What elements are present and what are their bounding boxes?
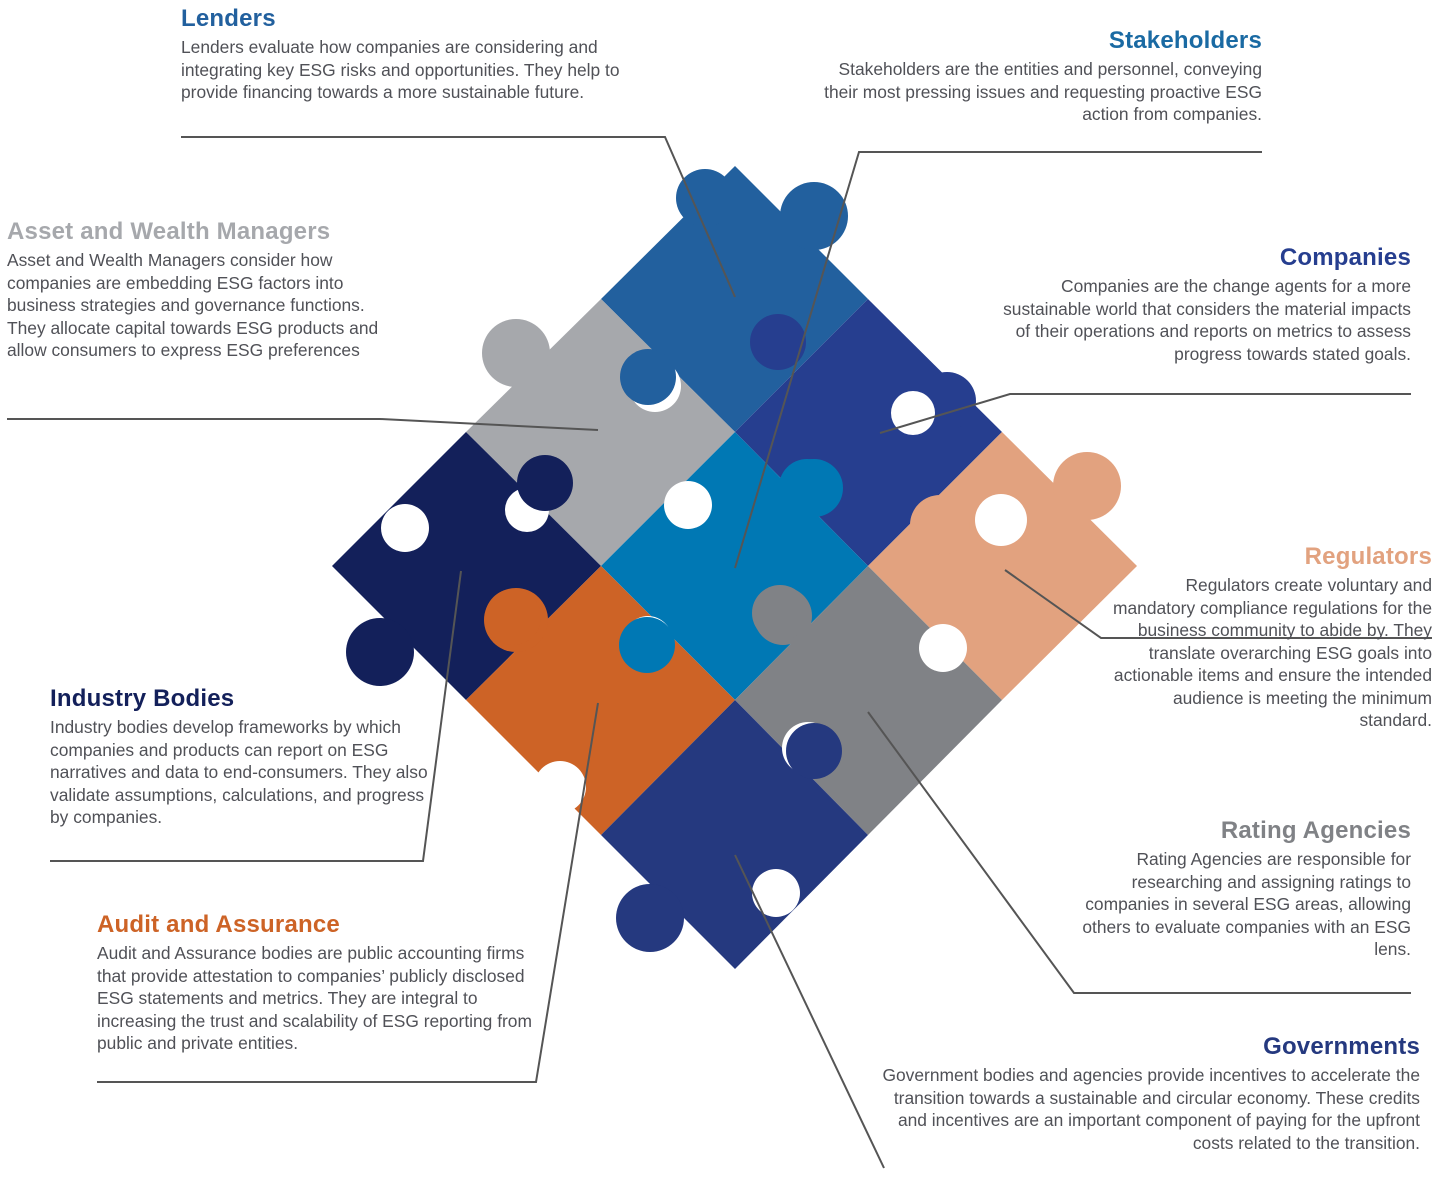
regulators-text: Regulators create voluntary and mandator… [1112, 575, 1432, 730]
rating-agencies-text: Rating Agencies are responsible for rese… [1082, 849, 1411, 959]
lenders-text: Lenders evaluate how companies are consi… [181, 37, 620, 102]
audit-assurance-heading: Audit and Assurance [97, 911, 340, 938]
asset-wealth-heading: Asset and Wealth Managers [7, 218, 331, 245]
connector-audit [97, 702, 599, 1083]
rating-agencies-block: Rating Agencies Rating Agencies are resp… [1071, 816, 1411, 961]
stakeholders-text: Stakeholders are the entities and person… [824, 59, 1262, 124]
connector-stakeholders [734, 151, 1262, 569]
puzzle [332, 166, 1137, 969]
stakeholders-block: Stakeholders Stakeholders are the entiti… [822, 26, 1262, 126]
connector-governments [734, 854, 885, 1169]
lenders-block: Lenders Lenders evaluate how companies a… [181, 4, 681, 104]
connector-rating [867, 711, 1411, 994]
governments-block: Governments Government bodies and agenci… [870, 1032, 1420, 1154]
connector-regulators [1004, 569, 1432, 639]
companies-block: Companies Companies are the change agent… [1001, 243, 1411, 365]
companies-text: Companies are the change agents for a mo… [1003, 276, 1411, 364]
industry-bodies-block: Industry Bodies Industry bodies develop … [50, 684, 430, 829]
governments-text: Government bodies and agencies provide i… [882, 1065, 1420, 1153]
regulators-heading: Regulators [1304, 543, 1432, 570]
lenders-heading: Lenders [181, 5, 276, 32]
audit-assurance-text: Audit and Assurance bodies are public ac… [97, 943, 532, 1053]
connector-industry [50, 570, 462, 862]
industry-bodies-heading: Industry Bodies [50, 685, 235, 712]
asset-wealth-text: Asset and Wealth Managers consider how c… [7, 250, 379, 360]
companies-heading: Companies [1279, 244, 1411, 271]
puzzle-piece-lenders [601, 166, 868, 432]
regulators-block: Regulators Regulators create voluntary a… [1106, 542, 1432, 732]
connector-lenders [181, 136, 736, 298]
asset-wealth-block: Asset and Wealth Managers Asset and Weal… [7, 217, 382, 362]
stakeholders-heading: Stakeholders [1108, 27, 1262, 54]
audit-assurance-block: Audit and Assurance Audit and Assurance … [97, 910, 547, 1055]
connectors [7, 136, 1432, 1169]
connector-asset [7, 418, 599, 431]
industry-bodies-text: Industry bodies develop frameworks by wh… [50, 717, 428, 827]
connector-companies [879, 393, 1411, 434]
rating-agencies-heading: Rating Agencies [1220, 817, 1411, 844]
governments-heading: Governments [1263, 1033, 1420, 1060]
puzzle-piece-industry-bodies [332, 432, 601, 700]
